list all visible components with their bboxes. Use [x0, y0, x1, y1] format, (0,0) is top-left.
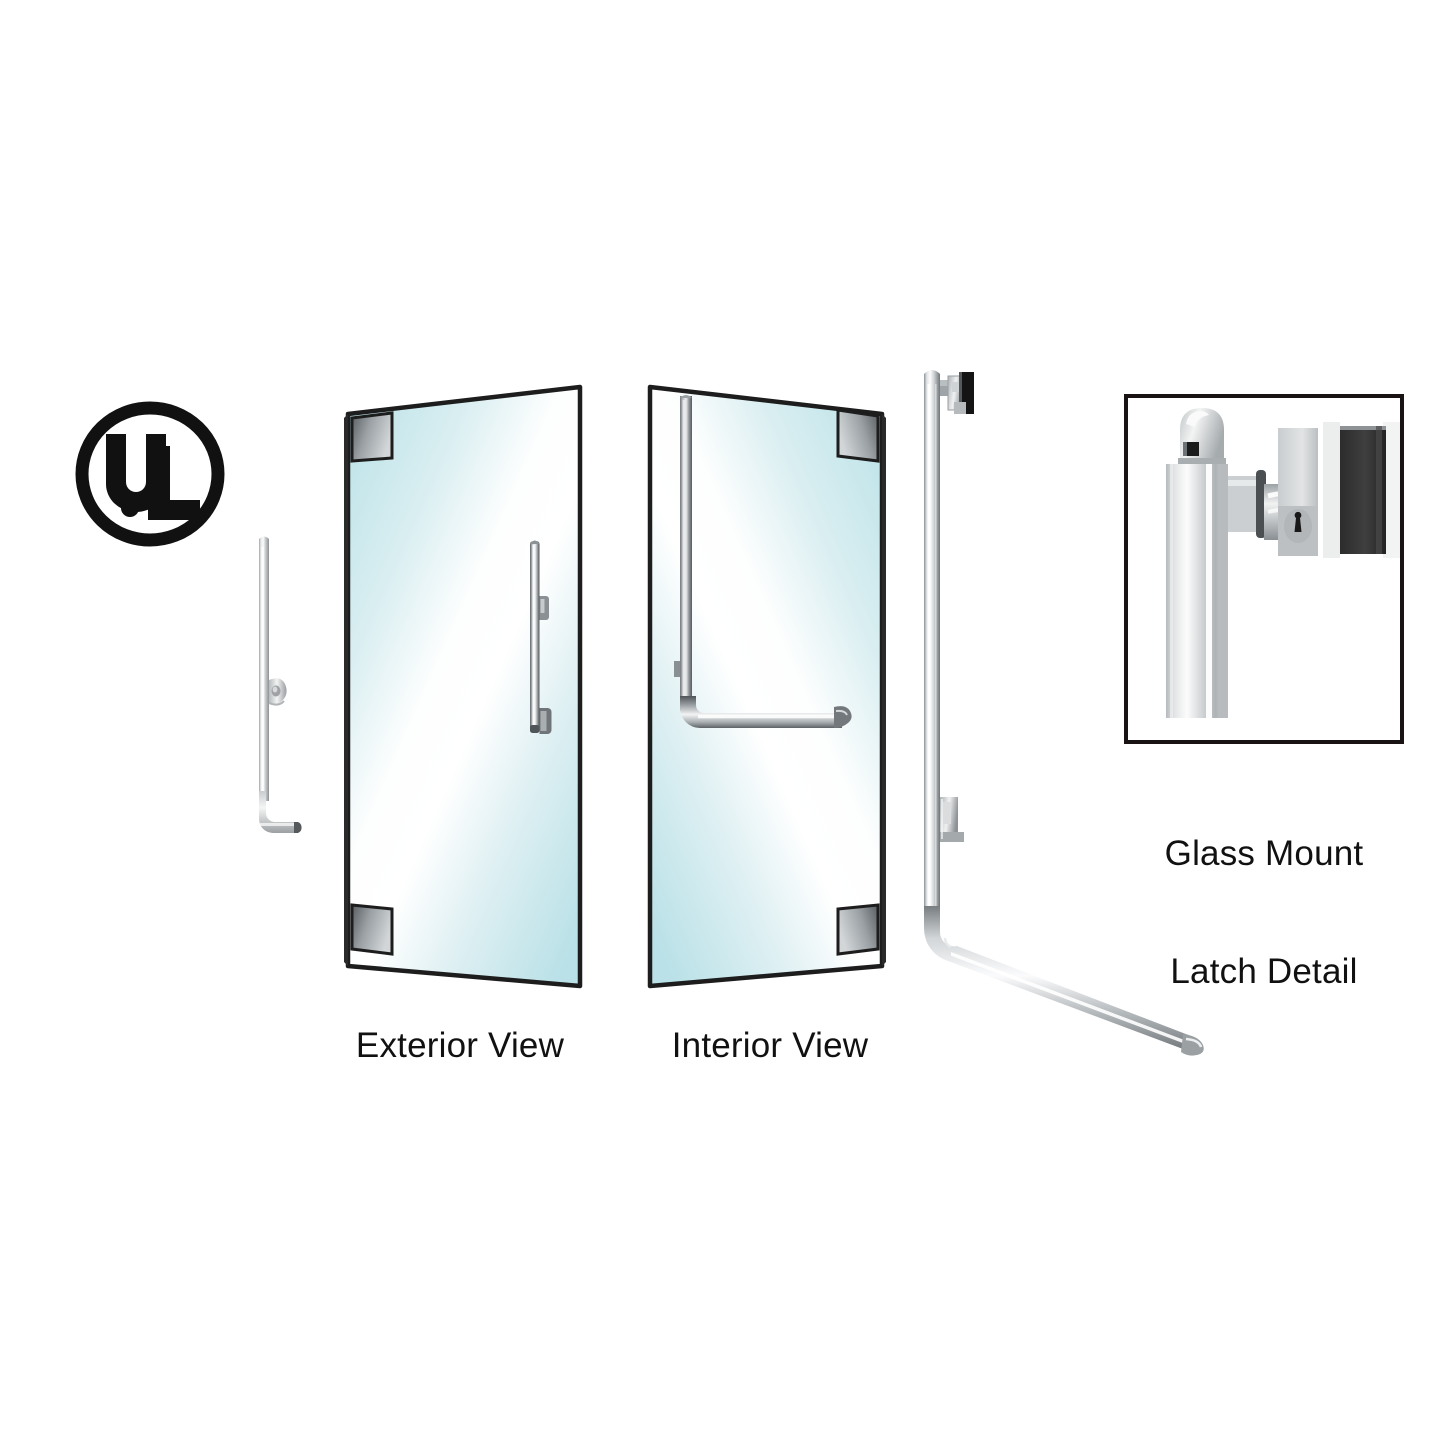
exterior-pull-handle [530, 540, 552, 734]
panic-bar-assembly-component [895, 358, 1225, 1078]
glass-mount-latch-detail-label: Glass Mount Latch Detail [1114, 756, 1414, 1070]
keyhole-icon [1294, 511, 1302, 532]
vertical-latch-rod-component [236, 533, 326, 863]
interior-door-illustration [647, 384, 886, 989]
panic-bar-icon [923, 370, 1204, 1056]
exterior-view-label: Exterior View [355, 1026, 565, 1065]
interior-panic-push-bar [674, 395, 852, 728]
ul-logo-icon [75, 401, 225, 547]
latch-detail-photo [1128, 398, 1400, 740]
latch-rod-icon [259, 536, 302, 833]
exterior-door-illustration [344, 384, 583, 989]
ul-certification-mark [70, 398, 230, 550]
detail-caption-line-2: Latch Detail [1170, 951, 1358, 991]
glass-mount-latch-detail-box [1124, 394, 1404, 744]
detail-caption-line-1: Glass Mount [1164, 834, 1364, 874]
interior-view-door [636, 378, 896, 1018]
mid-mounting-bracket [940, 797, 964, 842]
top-strike-bracket [940, 372, 974, 414]
exterior-view-door [334, 378, 594, 1018]
interior-view-label: Interior View [671, 1026, 869, 1065]
